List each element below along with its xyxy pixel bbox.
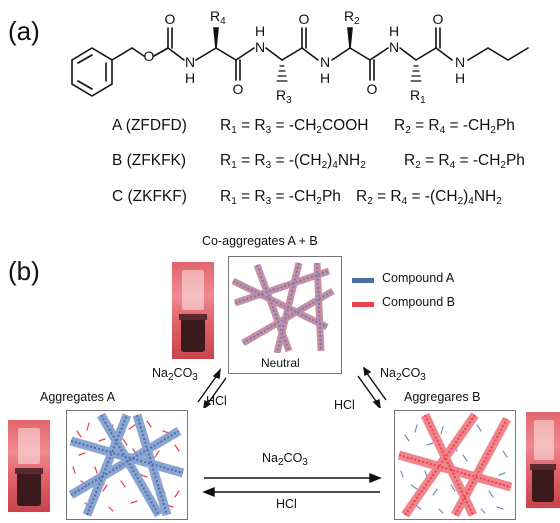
atom-h-5: H <box>455 70 465 86</box>
compound-sidechain-right: R2 = R4 = -CH2Ph <box>394 117 515 136</box>
aggregates-a-title: Aggregates A <box>40 390 116 404</box>
atom-o-carbonyl-3: O <box>299 11 310 27</box>
legend-swatch-compound-b <box>352 302 374 307</box>
coaggregate-fibers <box>231 262 335 353</box>
atom-o-carbonyl-4: O <box>367 81 378 97</box>
coaggregates-title: Co-aggregates A + B <box>202 234 318 248</box>
substituent-r1: R1 <box>410 87 426 106</box>
atom-o-carbonyl-2: O <box>233 81 244 97</box>
compound-sidechain-left: R1 = R3 = -(CH2)4NH2 <box>220 152 366 171</box>
equilibrium-arrows-bottom <box>202 472 382 498</box>
neutral-label: Neutral <box>261 356 300 370</box>
legend-label-compound-a: Compound A <box>382 271 455 285</box>
vial-photo-aggregates-a <box>8 420 50 512</box>
atom-h-1: H <box>185 70 195 86</box>
compound-sidechain-right: R2 = R4 = -CH2Ph <box>404 152 525 171</box>
label-na2co3-bottom: Na2CO3 <box>262 451 308 468</box>
panel-a-label: (a) <box>8 16 40 46</box>
peptide-structure: O O N H O H N O N H O H N O N H R4 R3 R2… <box>71 8 529 106</box>
label-hcl-left: HCl <box>206 394 227 408</box>
atom-n-3: N <box>320 54 330 70</box>
atom-n-2: N <box>255 39 265 55</box>
compound-name: A (ZFDFD) <box>112 117 187 134</box>
substituent-r2: R2 <box>344 8 360 27</box>
substituent-r4: R4 <box>210 8 226 27</box>
atom-h-2: H <box>255 23 265 39</box>
label-na2co3-left: Na2CO3 <box>152 366 198 383</box>
legend-label-compound-b: Compound B <box>382 295 455 309</box>
aggregates-a-fibers <box>68 412 185 518</box>
atom-o-carbonyl-1: O <box>165 11 176 27</box>
atom-n-4: N <box>389 39 399 55</box>
legend-swatch-compound-a <box>352 278 374 283</box>
compound-name: B (ZFKFK) <box>112 152 187 169</box>
aggregates-b-box <box>394 410 516 520</box>
atom-n-5: N <box>455 54 465 70</box>
compound-sidechain-left: R1 = R3 = -CH2COOH <box>220 117 369 136</box>
compound-sidechain-right: R2 = R4 = -(CH2)4NH2 <box>356 188 502 207</box>
label-hcl-bottom: HCl <box>276 497 297 511</box>
label-hcl-right: HCl <box>334 398 355 412</box>
aggregates-b-fibers <box>397 412 513 518</box>
atom-h-4: H <box>389 23 399 39</box>
panel-b-label: (b) <box>8 256 40 286</box>
benzene-ring <box>71 47 113 97</box>
equilibrium-arrows-left <box>197 368 227 408</box>
vial-photo-aggregates-b <box>526 412 560 508</box>
coaggregates-box: Neutral <box>228 256 342 374</box>
aggregates-b-title: Aggregares B <box>404 390 481 404</box>
aggregates-a-box <box>66 410 188 520</box>
compound-sidechain-left: R1 = R3 = -CH2Ph <box>220 188 341 207</box>
equilibrium-arrows-right <box>357 366 387 408</box>
atom-o-ester: O <box>144 48 155 64</box>
atom-h-3: H <box>320 70 330 86</box>
atom-o-carbonyl-5: O <box>433 11 444 27</box>
vial-photo-coaggregates <box>172 262 214 359</box>
substituent-r3: R3 <box>276 87 292 106</box>
compound-name: C (ZKFKF) <box>112 188 187 205</box>
atom-n-1: N <box>185 54 195 70</box>
label-na2co3-right: Na2CO3 <box>380 366 426 383</box>
